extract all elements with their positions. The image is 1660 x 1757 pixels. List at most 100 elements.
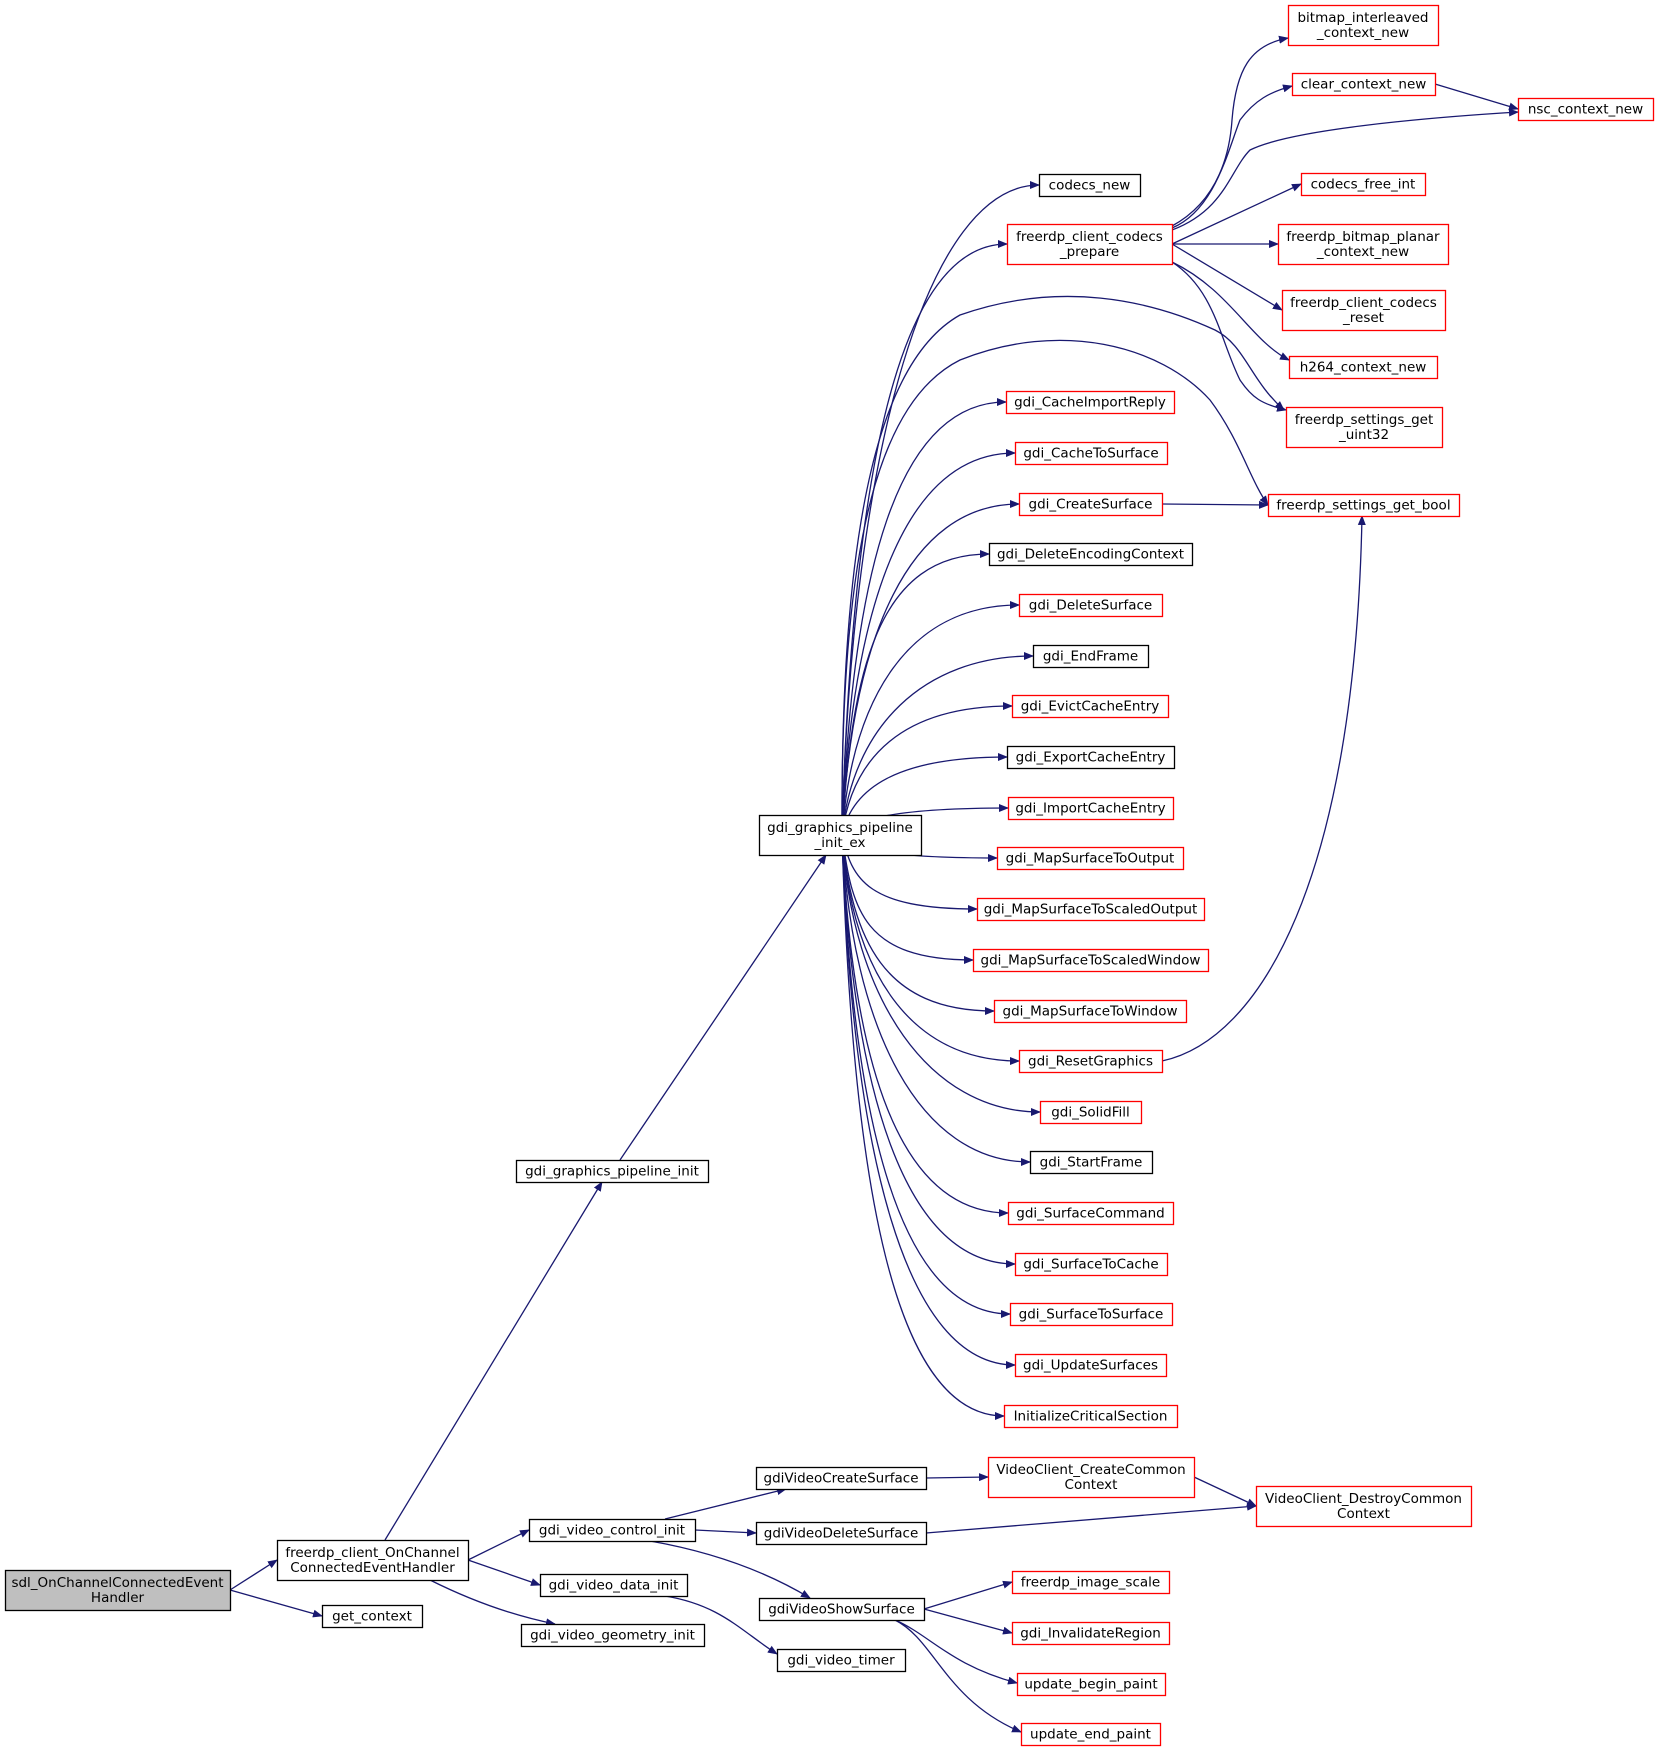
edge-gdi_graphics_pipeline_init_ex-to-freerdp_settings_get_uint32 [841,295,1285,816]
node-gdi_DeleteEncodingContext[interactable]: gdi_DeleteEncodingContext [988,542,1194,567]
edge-gdi_graphics_pipeline_init-to-gdi_graphics_pipeline_init_ex [619,854,827,1161]
node-gdiVideoDeleteSurface[interactable]: gdiVideoDeleteSurface [755,1521,928,1546]
edge-gdi_graphics_pipeline_init_ex-to-gdi_EvictCacheEntry [841,702,1013,836]
node-freerdp_client_codecs_reset[interactable]: freerdp_client_codecs_reset [1281,289,1447,332]
node-gdi_ResetGraphics[interactable]: gdi_ResetGraphics [1018,1049,1164,1074]
node-gdi_graphics_pipeline_init[interactable]: gdi_graphics_pipeline_init [515,1159,710,1184]
node-gdi_MapSurfaceToScaledOutput[interactable]: gdi_MapSurfaceToScaledOutput [976,897,1206,922]
node-gdiVideoShowSurface[interactable]: gdiVideoShowSurface [758,1597,926,1622]
node-gdi_DeleteSurface[interactable]: gdi_DeleteSurface [1018,593,1164,618]
node-gdi_MapSurfaceToScaledWindow[interactable]: gdi_MapSurfaceToScaledWindow [972,948,1210,973]
node-label: gdi_video_control_init [539,1523,685,1539]
node-label: _init_ex [814,835,866,851]
node-gdi_CacheImportReply[interactable]: gdi_CacheImportReply [1005,390,1176,415]
node-gdi_video_control_init[interactable]: gdi_video_control_init [528,1518,697,1543]
node-codecs_new[interactable]: codecs_new [1038,173,1142,198]
node-gdi_EvictCacheEntry[interactable]: gdi_EvictCacheEntry [1011,694,1170,719]
node-gdi_StartFrame[interactable]: gdi_StartFrame [1029,1150,1154,1175]
node-h264_context_new[interactable]: h264_context_new [1288,355,1439,380]
node-label: gdi_SurfaceCommand [1016,1206,1164,1222]
node-nsc_context_new[interactable]: nsc_context_new [1517,97,1655,122]
node-box [1038,173,1142,198]
edge-freerdp_client_codecs_prepare-to-nsc_context_new [1171,108,1519,231]
node-freerdp_settings_get_bool[interactable]: freerdp_settings_get_bool [1267,493,1461,518]
node-codecs_free_int[interactable]: codecs_free_int [1300,172,1427,197]
edge-sdl_OnChannelConnectedEventHandler-to-freerdp_client_OnChannelConnectedEventHandler [229,1559,278,1591]
node-label: sdl_OnChannelConnectedEvent [11,1575,223,1591]
node-gdiVideoCreateSurface[interactable]: gdiVideoCreateSurface [755,1466,928,1491]
node-box [1255,1485,1473,1528]
node-clear_context_new[interactable]: clear_context_new [1291,72,1437,97]
node-box [1020,1722,1162,1747]
node-label: _context_new [1316,244,1409,260]
node-gdi_ImportCacheEntry[interactable]: gdi_ImportCacheEntry [1007,796,1175,821]
node-gdi_MapSurfaceToWindow[interactable]: gdi_MapSurfaceToWindow [993,999,1188,1024]
node-label: Handler [91,1590,145,1606]
node-gdi_EndFrame[interactable]: gdi_EndFrame [1032,644,1150,669]
node-box [4,1569,232,1612]
node-box [776,1648,907,1673]
node-label: h264_context_new [1300,360,1427,376]
node-box [1005,390,1176,415]
node-gdi_graphics_pipeline_init_ex[interactable]: gdi_graphics_pipeline_init_ex [758,814,923,857]
node-label: gdi_ExportCacheEntry [1016,750,1166,766]
node-box [1288,355,1439,380]
edge-gdi_graphics_pipeline_init_ex-to-gdi_DeleteEncodingContext [841,550,990,836]
node-box [1285,406,1444,449]
edge-freerdp_client_codecs_prepare-to-freerdp_settings_get_uint32 [1171,261,1287,412]
node-gdi_SurfaceToCache[interactable]: gdi_SurfaceToCache [1014,1252,1169,1277]
node-label: gdi_video_geometry_init [530,1628,695,1644]
node-label: gdi_MapSurfaceToScaledOutput [984,902,1198,918]
node-label: get_context [332,1609,412,1625]
edge-clear_context_new-to-nsc_context_new [1434,83,1519,111]
node-freerdp_bitmap_planar_context_new[interactable]: freerdp_bitmap_planar_context_new [1277,223,1450,266]
node-freerdp_settings_get_uint32[interactable]: freerdp_settings_get_uint32 [1285,406,1444,449]
node-label: update_begin_paint [1024,1677,1157,1693]
node-box [988,542,1194,567]
node-box [755,1521,928,1546]
node-update_end_paint[interactable]: update_end_paint [1020,1722,1162,1747]
node-gdi_SolidFill[interactable]: gdi_SolidFill [1039,1100,1143,1125]
node-bitmap_interleaved_context_new[interactable]: bitmap_interleaved_context_new [1287,4,1440,47]
node-box [1003,1404,1179,1429]
node-box [1006,745,1176,770]
node-freerdp_client_OnChannelConnectedEventHandler[interactable]: freerdp_client_OnChannelConnectedEventHa… [276,1539,470,1582]
edge-VideoClient_CreateCommonContext-to-VideoClient_DestroyCommonContext [1193,1476,1257,1507]
node-update_begin_paint[interactable]: update_begin_paint [1016,1672,1167,1697]
node-box [1277,223,1450,266]
edge-gdi_graphics_pipeline_init_ex-to-gdi_UpdateSurfaces [841,834,1016,1369]
node-label: gdi_StartFrame [1040,1155,1143,1171]
node-gdi_SurfaceCommand[interactable]: gdi_SurfaceCommand [1007,1201,1175,1226]
node-gdi_video_data_init[interactable]: gdi_video_data_init [539,1573,689,1598]
node-box [321,1604,424,1629]
node-label: freerdp_settings_get_bool [1276,498,1450,514]
node-get_context[interactable]: get_context [321,1604,424,1629]
node-InitializeCriticalSection[interactable]: InitializeCriticalSection [1003,1404,1179,1429]
node-box [1007,1201,1175,1226]
node-gdi_SurfaceToSurface[interactable]: gdi_SurfaceToSurface [1009,1302,1174,1327]
node-gdi_video_geometry_init[interactable]: gdi_video_geometry_init [520,1623,706,1648]
node-box [1029,1150,1154,1175]
node-gdi_ExportCacheEntry[interactable]: gdi_ExportCacheEntry [1006,745,1176,770]
node-gdi_UpdateSurfaces[interactable]: gdi_UpdateSurfaces [1014,1353,1168,1378]
node-label: _prepare [1059,244,1119,260]
edge-gdi_graphics_pipeline_init_ex-to-freerdp_client_codecs_prepare [841,240,1008,836]
node-label: gdi_video_data_init [549,1578,679,1594]
node-gdi_MapSurfaceToOutput[interactable]: gdi_MapSurfaceToOutput [996,846,1185,871]
node-gdi_CacheToSurface[interactable]: gdi_CacheToSurface [1014,441,1169,466]
node-freerdp_image_scale[interactable]: freerdp_image_scale [1011,1570,1171,1595]
edge-gdiVideoCreateSurface-to-VideoClient_CreateCommonContext [925,1473,989,1482]
node-label: gdi_MapSurfaceToOutput [1006,851,1175,867]
node-gdi_InvalidateRegion[interactable]: gdi_InvalidateRegion [1011,1621,1171,1646]
node-label: InitializeCriticalSection [1014,1409,1168,1425]
node-box [996,846,1185,871]
edge-gdi_graphics_pipeline_init_ex-to-codecs_new [841,181,1040,836]
edge-freerdp_client_codecs_prepare-to-codecs_free_int [1171,183,1302,245]
node-freerdp_client_codecs_prepare[interactable]: freerdp_client_codecs_prepare [1006,223,1174,266]
node-gdi_CreateSurface[interactable]: gdi_CreateSurface [1018,492,1164,517]
edge-gdi_graphics_pipeline_init_ex-to-InitializeCriticalSection [841,834,1005,1420]
node-gdi_video_timer[interactable]: gdi_video_timer [776,1648,907,1673]
